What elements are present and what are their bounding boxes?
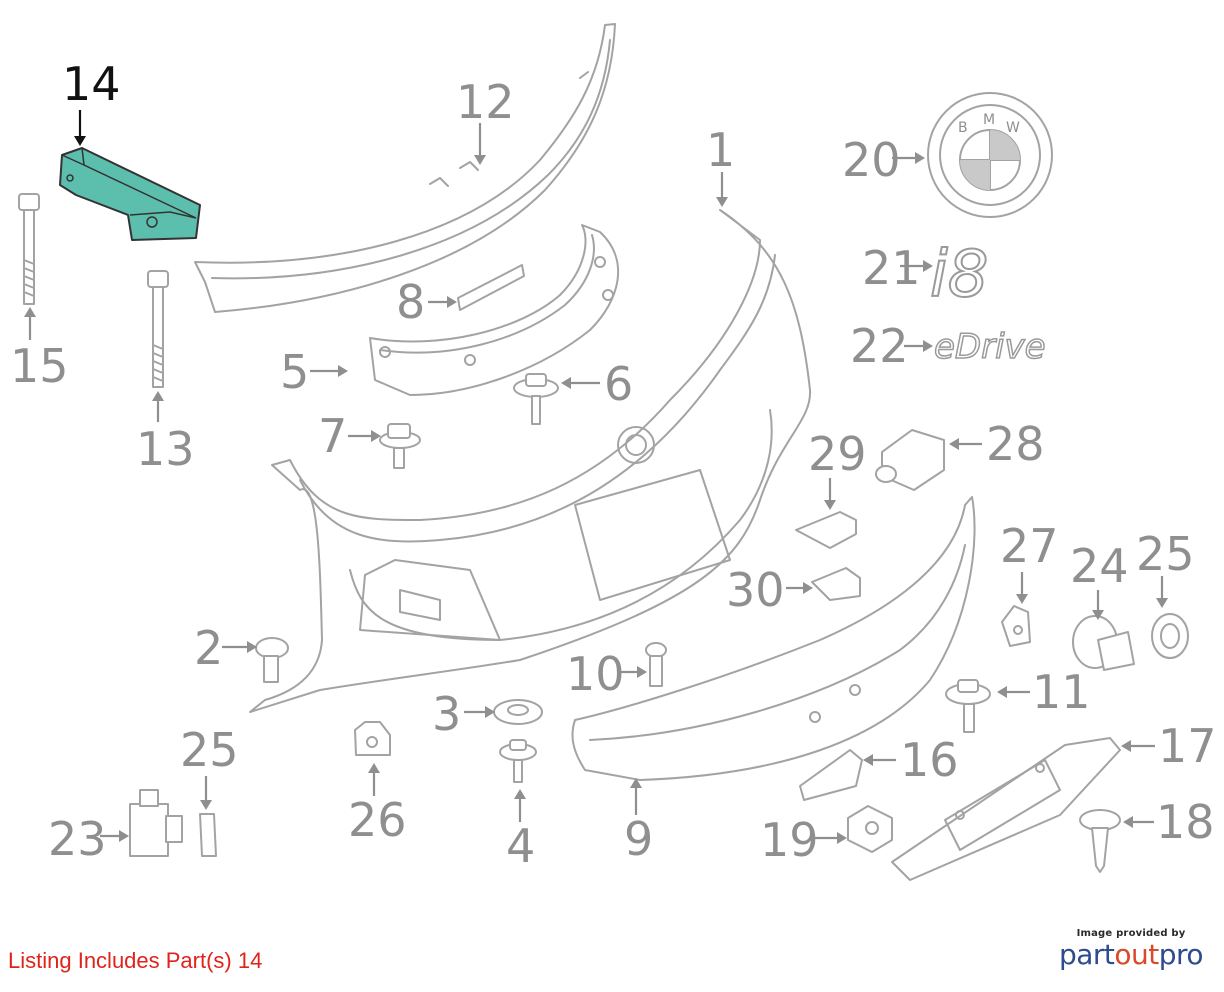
callout-26: 26 (348, 793, 407, 847)
callout-17: 17 (1158, 719, 1217, 773)
callout-23: 23 (48, 812, 107, 866)
part-10-screw[interactable] (618, 642, 667, 687)
callout-18: 18 (1156, 795, 1215, 849)
part-25-ring-left[interactable] (199, 776, 217, 857)
callout-16: 16 (900, 733, 959, 787)
credit-caption: Image provided by (1076, 928, 1186, 939)
part-14-bracket-highlighted[interactable] (59, 110, 201, 241)
callout-11: 11 (1032, 665, 1091, 719)
part-27-bracket[interactable] (1001, 572, 1031, 647)
callout-6: 6 (604, 357, 633, 411)
badge-i8-text: i8 (930, 238, 989, 312)
partoutpro-logo: partoutpro (1056, 939, 1206, 971)
image-credit: Image provided by partoutpro (1056, 928, 1206, 971)
part-19-clip-nut[interactable] (814, 805, 893, 853)
emblem-letter-w: W (1006, 120, 1020, 136)
badge-edrive-text: eDrive (934, 327, 1046, 367)
part-30-bracket[interactable] (786, 567, 861, 601)
brand-part2: out (1114, 938, 1159, 971)
callout-5: 5 (280, 345, 309, 399)
callout-25-right: 25 (1136, 527, 1195, 581)
part-7-bolt[interactable] (348, 423, 421, 469)
callout-20: 20 (842, 133, 901, 187)
part-8-seal-strip[interactable] (428, 264, 525, 311)
callout-28: 28 (986, 417, 1045, 471)
callout-25-left: 25 (180, 723, 239, 777)
part-1-bumper-cover[interactable] (249, 172, 812, 713)
callout-8: 8 (396, 275, 425, 329)
callout-21: 21 (862, 241, 921, 295)
part-17-license-bracket[interactable] (891, 737, 1155, 881)
callout-2: 2 (194, 621, 223, 675)
part-11-screw[interactable] (945, 679, 1030, 733)
callout-1: 1 (706, 123, 735, 177)
listing-includes-text: Listing Includes Part(s) 14 (8, 948, 263, 973)
emblem-letter-b: B (958, 120, 968, 136)
callout-24: 24 (1070, 539, 1129, 593)
part-4-screw[interactable] (499, 739, 537, 822)
part-2-screw[interactable] (222, 637, 289, 683)
part-26-clip[interactable] (354, 721, 391, 796)
callout-10: 10 (566, 647, 625, 701)
part-25-ring-right[interactable] (1151, 576, 1189, 659)
part-28-sensor[interactable] (875, 429, 982, 491)
part-13-bolt[interactable] (147, 270, 169, 422)
callout-27: 27 (1000, 519, 1059, 573)
part-9-lower-trim[interactable] (571, 496, 976, 815)
part-29-bracket[interactable] (795, 478, 857, 549)
callout-labels: 14 15 13 12 1 8 5 6 7 2 10 3 4 9 26 25 2… (10, 57, 1217, 873)
callout-30: 30 (726, 563, 785, 617)
part-23-sensor[interactable] (100, 789, 183, 857)
callout-19: 19 (760, 813, 819, 867)
part-22-edrive-badge[interactable]: eDrive (904, 326, 1046, 368)
callout-15: 15 (10, 339, 69, 393)
callout-3: 3 (432, 687, 461, 741)
part-12-upper-trim[interactable] (194, 23, 616, 313)
brand-part1: part (1058, 938, 1115, 971)
brand-part3: pro (1158, 938, 1204, 971)
callout-29: 29 (808, 427, 867, 481)
part-16-bracket[interactable] (799, 749, 896, 801)
emblem-letter-m: M (983, 112, 995, 128)
callout-7: 7 (318, 409, 347, 463)
part-3-grommet[interactable] (464, 699, 543, 725)
callout-9: 9 (624, 812, 653, 866)
part-24-sensor[interactable] (1072, 590, 1135, 671)
part-15-bolt[interactable] (18, 193, 40, 340)
part-6-screw[interactable] (513, 373, 600, 425)
part-5-carrier-bracket[interactable] (310, 224, 620, 396)
callout-4: 4 (506, 819, 535, 873)
callout-12: 12 (456, 75, 515, 129)
callout-14: 14 (62, 57, 121, 111)
part-18-screw[interactable] (1079, 809, 1154, 873)
part-21-i8-badge[interactable]: i8 (900, 237, 990, 313)
callout-22: 22 (850, 319, 909, 373)
callout-13: 13 (136, 422, 195, 476)
part-20-emblem[interactable]: B M W (892, 92, 1053, 218)
